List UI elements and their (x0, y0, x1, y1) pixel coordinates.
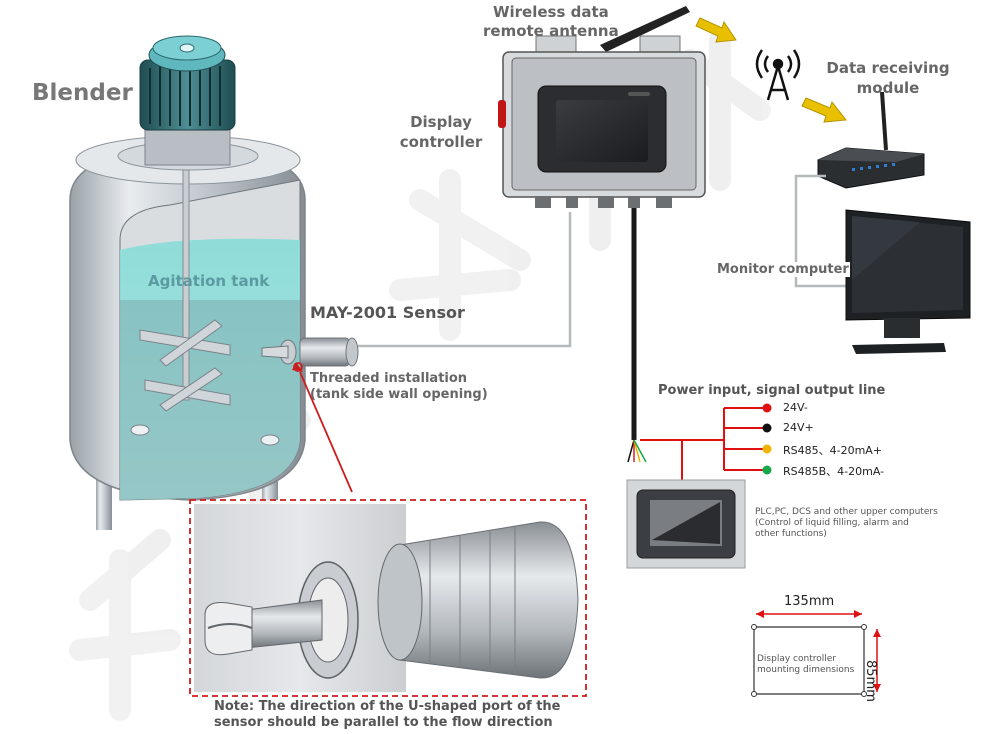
wireless-arrows (695, 17, 847, 123)
plc-description: PLC,PC, DCS and other upper computers (C… (755, 507, 975, 540)
plc-line-3: other functions) (755, 529, 827, 539)
display-line-1: Display (410, 113, 472, 131)
wire-label-24v-plus: 24V+ (783, 421, 814, 434)
wire-label-rs485a: RS485、4-20mA+ (783, 444, 883, 457)
monitor-illustration (845, 209, 971, 354)
dimension-caption: Display controller mounting dimensions (757, 654, 854, 676)
display-controller-illustration (498, 6, 706, 208)
wireless-tower-icon (755, 49, 801, 101)
data-receiving-label: Data receiving module (822, 58, 954, 98)
plc-line-1: PLC,PC, DCS and other upper computers (755, 507, 938, 517)
dim-caption-line-1: Display controller (757, 654, 836, 664)
plc-line-2: (Control of liquid filling, alarm and (755, 518, 909, 528)
wire-label-24v-minus: 24V- (783, 401, 808, 414)
note-line-1: Note: The direction of the U-shaped port… (214, 699, 561, 714)
threaded-line-2: (tank side wall opening) (310, 387, 488, 402)
threaded-installation-label: Threaded installation (tank side wall op… (310, 371, 488, 403)
wire-dot-24v-plus (762, 423, 772, 433)
receiving-line-1: Data receiving (826, 59, 950, 77)
note-line-2: sensor should be parallel to the flow di… (214, 715, 553, 730)
wire-label-rs485b: RS485B、4-20mA- (783, 465, 885, 478)
antenna-line-1: Wireless data (492, 3, 609, 21)
wire-dot-rs485b (762, 465, 772, 475)
sensor-label: MAY-2001 Sensor (310, 303, 465, 322)
power-line-title: Power input, signal output line (658, 383, 886, 398)
router-monitor-cable (794, 174, 852, 288)
agitation-tank-illustration (69, 35, 306, 530)
display-controller-label: Display controller (396, 112, 486, 152)
dimension-width-label: 135mm (784, 594, 835, 609)
zoom-callout (189, 362, 587, 697)
wiring-bus (640, 408, 725, 480)
dim-caption-line-2: mounting dimensions (757, 665, 855, 675)
monitor-computer-label: Monitor computer (716, 262, 850, 277)
sensor-illustration (261, 337, 359, 367)
router-illustration (817, 91, 925, 189)
plc-panel-illustration (626, 479, 746, 569)
cable-fanout (627, 439, 647, 463)
blender-label: Blender (32, 80, 133, 106)
display-line-2: controller (399, 133, 483, 151)
dimension-height-label: 85mm (863, 660, 878, 702)
sensor-closeup-illustration (194, 504, 582, 692)
agitation-tank-label: Agitation tank (148, 272, 270, 290)
mounting-dimension-drawing (751, 610, 881, 697)
receiving-line-2: module (856, 79, 920, 97)
sensor-cable (358, 212, 572, 348)
antenna-label: Wireless data remote antenna (483, 3, 619, 41)
installation-note: Note: The direction of the U-shaped port… (214, 699, 561, 731)
wire-dot-rs485a (762, 444, 772, 454)
wire-dot-24v-minus (762, 403, 772, 413)
threaded-line-1: Threaded installation (310, 371, 468, 386)
antenna-line-2: remote antenna (483, 22, 619, 40)
